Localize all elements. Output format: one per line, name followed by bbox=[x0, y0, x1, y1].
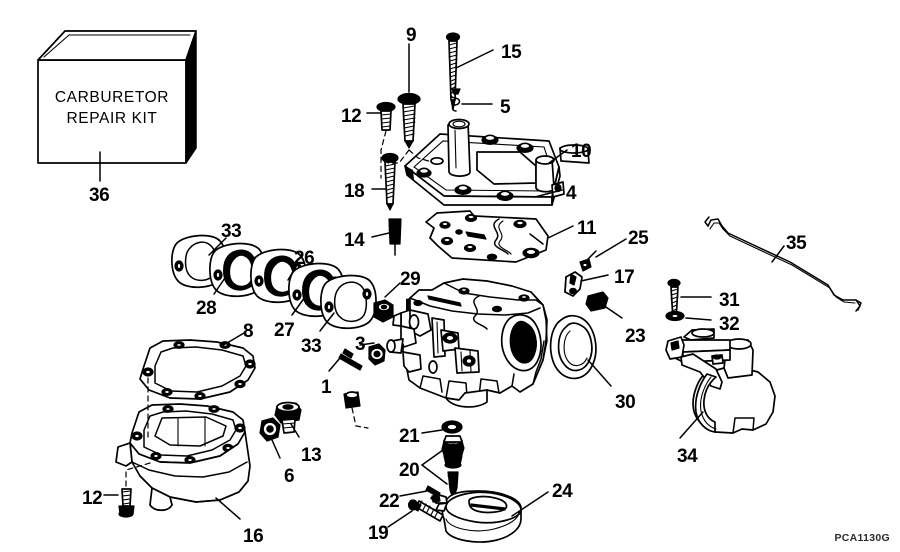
part-25-e-clip bbox=[579, 250, 597, 272]
callout-29: 29 bbox=[400, 269, 421, 290]
callout-19: 19 bbox=[368, 523, 389, 544]
part-18-screw bbox=[381, 152, 399, 211]
callout-21: 21 bbox=[399, 426, 420, 447]
callout-27: 27 bbox=[274, 320, 295, 341]
part-20-needle-seat-assembly bbox=[441, 435, 465, 497]
callout-32: 32 bbox=[719, 314, 740, 335]
part-21-clip bbox=[441, 420, 463, 434]
part-19-hinge-pin bbox=[407, 499, 444, 522]
callout-31: 31 bbox=[719, 290, 740, 311]
callout-28: 28 bbox=[196, 298, 217, 319]
callout-3: 3 bbox=[355, 334, 366, 355]
callout-11: 11 bbox=[577, 218, 597, 239]
part-30-o-ring bbox=[549, 314, 597, 380]
part-32-washer bbox=[665, 310, 685, 322]
callout-4: 4 bbox=[566, 183, 577, 204]
part-31-screw bbox=[667, 278, 681, 321]
kit-line-1: CARBURETOR bbox=[54, 89, 170, 106]
callout-13: 13 bbox=[301, 445, 322, 466]
callout-18: 18 bbox=[344, 181, 365, 202]
part-10-boss bbox=[559, 144, 590, 164]
callout-6: 6 bbox=[284, 466, 295, 487]
part-3-washer bbox=[368, 343, 386, 366]
part-16-float-bowl bbox=[115, 403, 251, 512]
callout-12b: 12 bbox=[82, 488, 103, 509]
callout-25: 25 bbox=[628, 228, 649, 249]
part-1-fitting bbox=[343, 391, 361, 409]
callout-15: 15 bbox=[501, 42, 522, 63]
callout-22: 22 bbox=[379, 491, 400, 512]
part-36-repair-kit-box bbox=[37, 30, 197, 164]
part-1-pin bbox=[338, 348, 363, 371]
callout-9: 9 bbox=[406, 25, 417, 46]
part-6-gasket-washer bbox=[259, 417, 281, 442]
callout-33: 33 bbox=[221, 221, 242, 242]
part-14-stud bbox=[388, 218, 402, 256]
part-11-gasket-plate bbox=[425, 210, 549, 263]
part-34-intake-bracket bbox=[665, 328, 776, 434]
part-13-drain-plug bbox=[274, 401, 302, 434]
part-8-bowl-gasket bbox=[139, 339, 256, 401]
leader-lines bbox=[99, 43, 785, 528]
callout-1: 1 bbox=[321, 377, 332, 398]
part-15-long-screw bbox=[445, 32, 461, 111]
part-33-gasket-b bbox=[320, 274, 377, 330]
callout-35: 35 bbox=[786, 233, 807, 254]
kit-line-2: REPAIR KIT bbox=[66, 109, 158, 127]
callout-26: 26 bbox=[294, 248, 315, 269]
callout-8: 8 bbox=[243, 321, 254, 342]
repair-kit-box-text: CARBURETOR REPAIR KIT bbox=[52, 88, 172, 130]
part-12-screw-lower bbox=[118, 488, 135, 518]
callout-24: 24 bbox=[552, 481, 573, 502]
part-12-screw-upper bbox=[376, 101, 396, 131]
callout-30: 30 bbox=[615, 392, 636, 413]
part-5-clip bbox=[449, 88, 461, 112]
callout-23: 23 bbox=[625, 326, 646, 347]
part-17-lever bbox=[564, 271, 583, 297]
callout-5: 5 bbox=[500, 97, 511, 118]
callout-34: 34 bbox=[677, 446, 698, 467]
callout-17: 17 bbox=[614, 267, 635, 288]
carburetor-main-body bbox=[386, 278, 548, 408]
part-29-nut bbox=[373, 299, 394, 323]
callout-10: 10 bbox=[571, 141, 592, 162]
callout-20: 20 bbox=[399, 460, 420, 481]
callout-14: 14 bbox=[344, 230, 365, 251]
part-4-10-top-cover-assembly bbox=[404, 118, 588, 206]
callout-33b: 33 bbox=[301, 336, 322, 357]
part-24-float bbox=[430, 490, 522, 543]
callout-16: 16 bbox=[243, 526, 264, 547]
part-35-link-rod bbox=[704, 216, 862, 312]
callout-36: 36 bbox=[89, 185, 110, 206]
callout-12: 12 bbox=[341, 106, 362, 127]
drawing-number: PCA1130G bbox=[834, 532, 890, 544]
part-9-screw bbox=[397, 92, 421, 149]
part-23-spring-retainer bbox=[585, 291, 609, 312]
